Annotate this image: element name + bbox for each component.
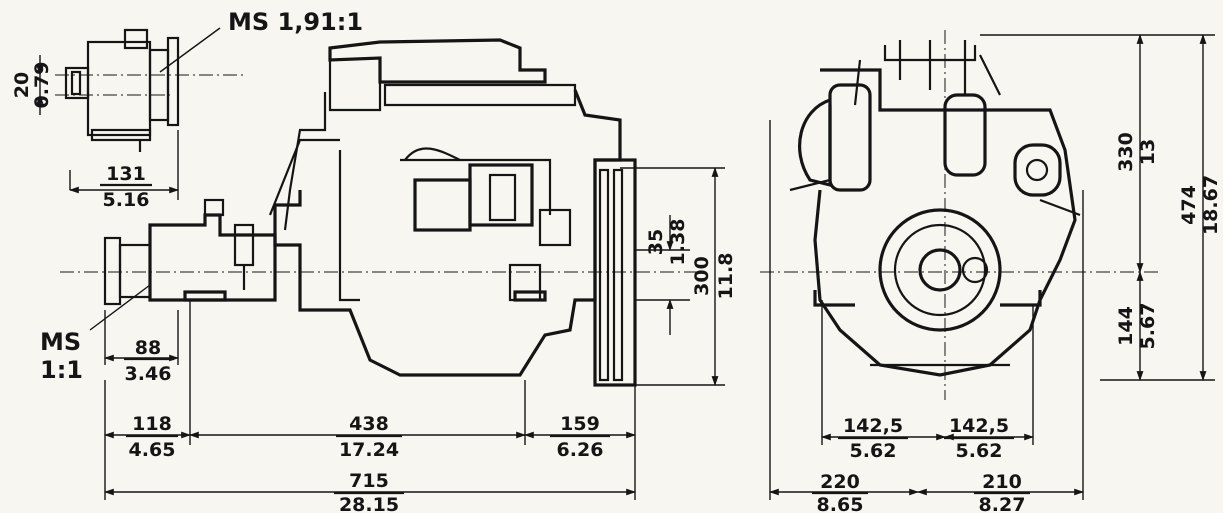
dim-438-in: 17.24: [339, 439, 399, 461]
engine-front-view: [760, 30, 1160, 400]
labels: MS 1,91:1 MS 1:1 20 0.79 131 5.16 88 3.4…: [11, 8, 1222, 513]
dim-35-in: 1.38: [667, 219, 689, 266]
engine-side-view: [60, 38, 700, 387]
dim-88-mm: 88: [135, 337, 161, 359]
dim-220-mm: 220: [820, 471, 860, 493]
dim-131-in: 5.16: [103, 189, 150, 211]
dim-210-in: 8.27: [979, 494, 1026, 513]
dim-210-mm: 210: [982, 471, 1022, 493]
dim-20-mm: 20: [11, 72, 33, 98]
dim-300-mm: 300: [691, 256, 713, 296]
label-ms-direct-1: MS: [40, 328, 81, 356]
dim-131-mm: 131: [106, 163, 146, 185]
dim-159-mm: 159: [560, 413, 600, 435]
dimension-lines: [36, 34, 1215, 500]
dim-474-in: 18.67: [1200, 175, 1222, 235]
dim-88-in: 3.46: [125, 363, 172, 385]
dim-118-mm: 118: [132, 413, 172, 435]
dim-144-in: 5.67: [1137, 303, 1159, 350]
dim-330-mm: 330: [1115, 132, 1137, 172]
label-ms-reduction: MS 1,91:1: [228, 8, 363, 36]
dim-474-mm: 474: [1178, 185, 1200, 225]
dim-438-mm: 438: [349, 413, 389, 435]
dim-118-in: 4.65: [129, 439, 176, 461]
dim-142-left-in: 5.62: [850, 440, 897, 462]
dim-715-in: 28.15: [339, 494, 399, 513]
dim-142-left-mm: 142,5: [843, 415, 903, 437]
dim-20-in: 0.79: [31, 62, 53, 109]
dim-144-mm: 144: [1115, 306, 1137, 346]
dim-159-in: 6.26: [557, 439, 604, 461]
dim-715-mm: 715: [349, 470, 389, 492]
dim-220-in: 8.65: [817, 494, 864, 513]
reduction-gearbox-sketch: [55, 27, 245, 152]
dim-35-mm: 35: [645, 229, 667, 255]
dim-142-right-mm: 142,5: [949, 415, 1009, 437]
dim-142-right-in: 5.62: [956, 440, 1003, 462]
dim-330-in: 13: [1137, 139, 1159, 165]
dim-300-in: 11.8: [715, 253, 737, 300]
label-ms-direct-2: 1:1: [40, 356, 83, 384]
